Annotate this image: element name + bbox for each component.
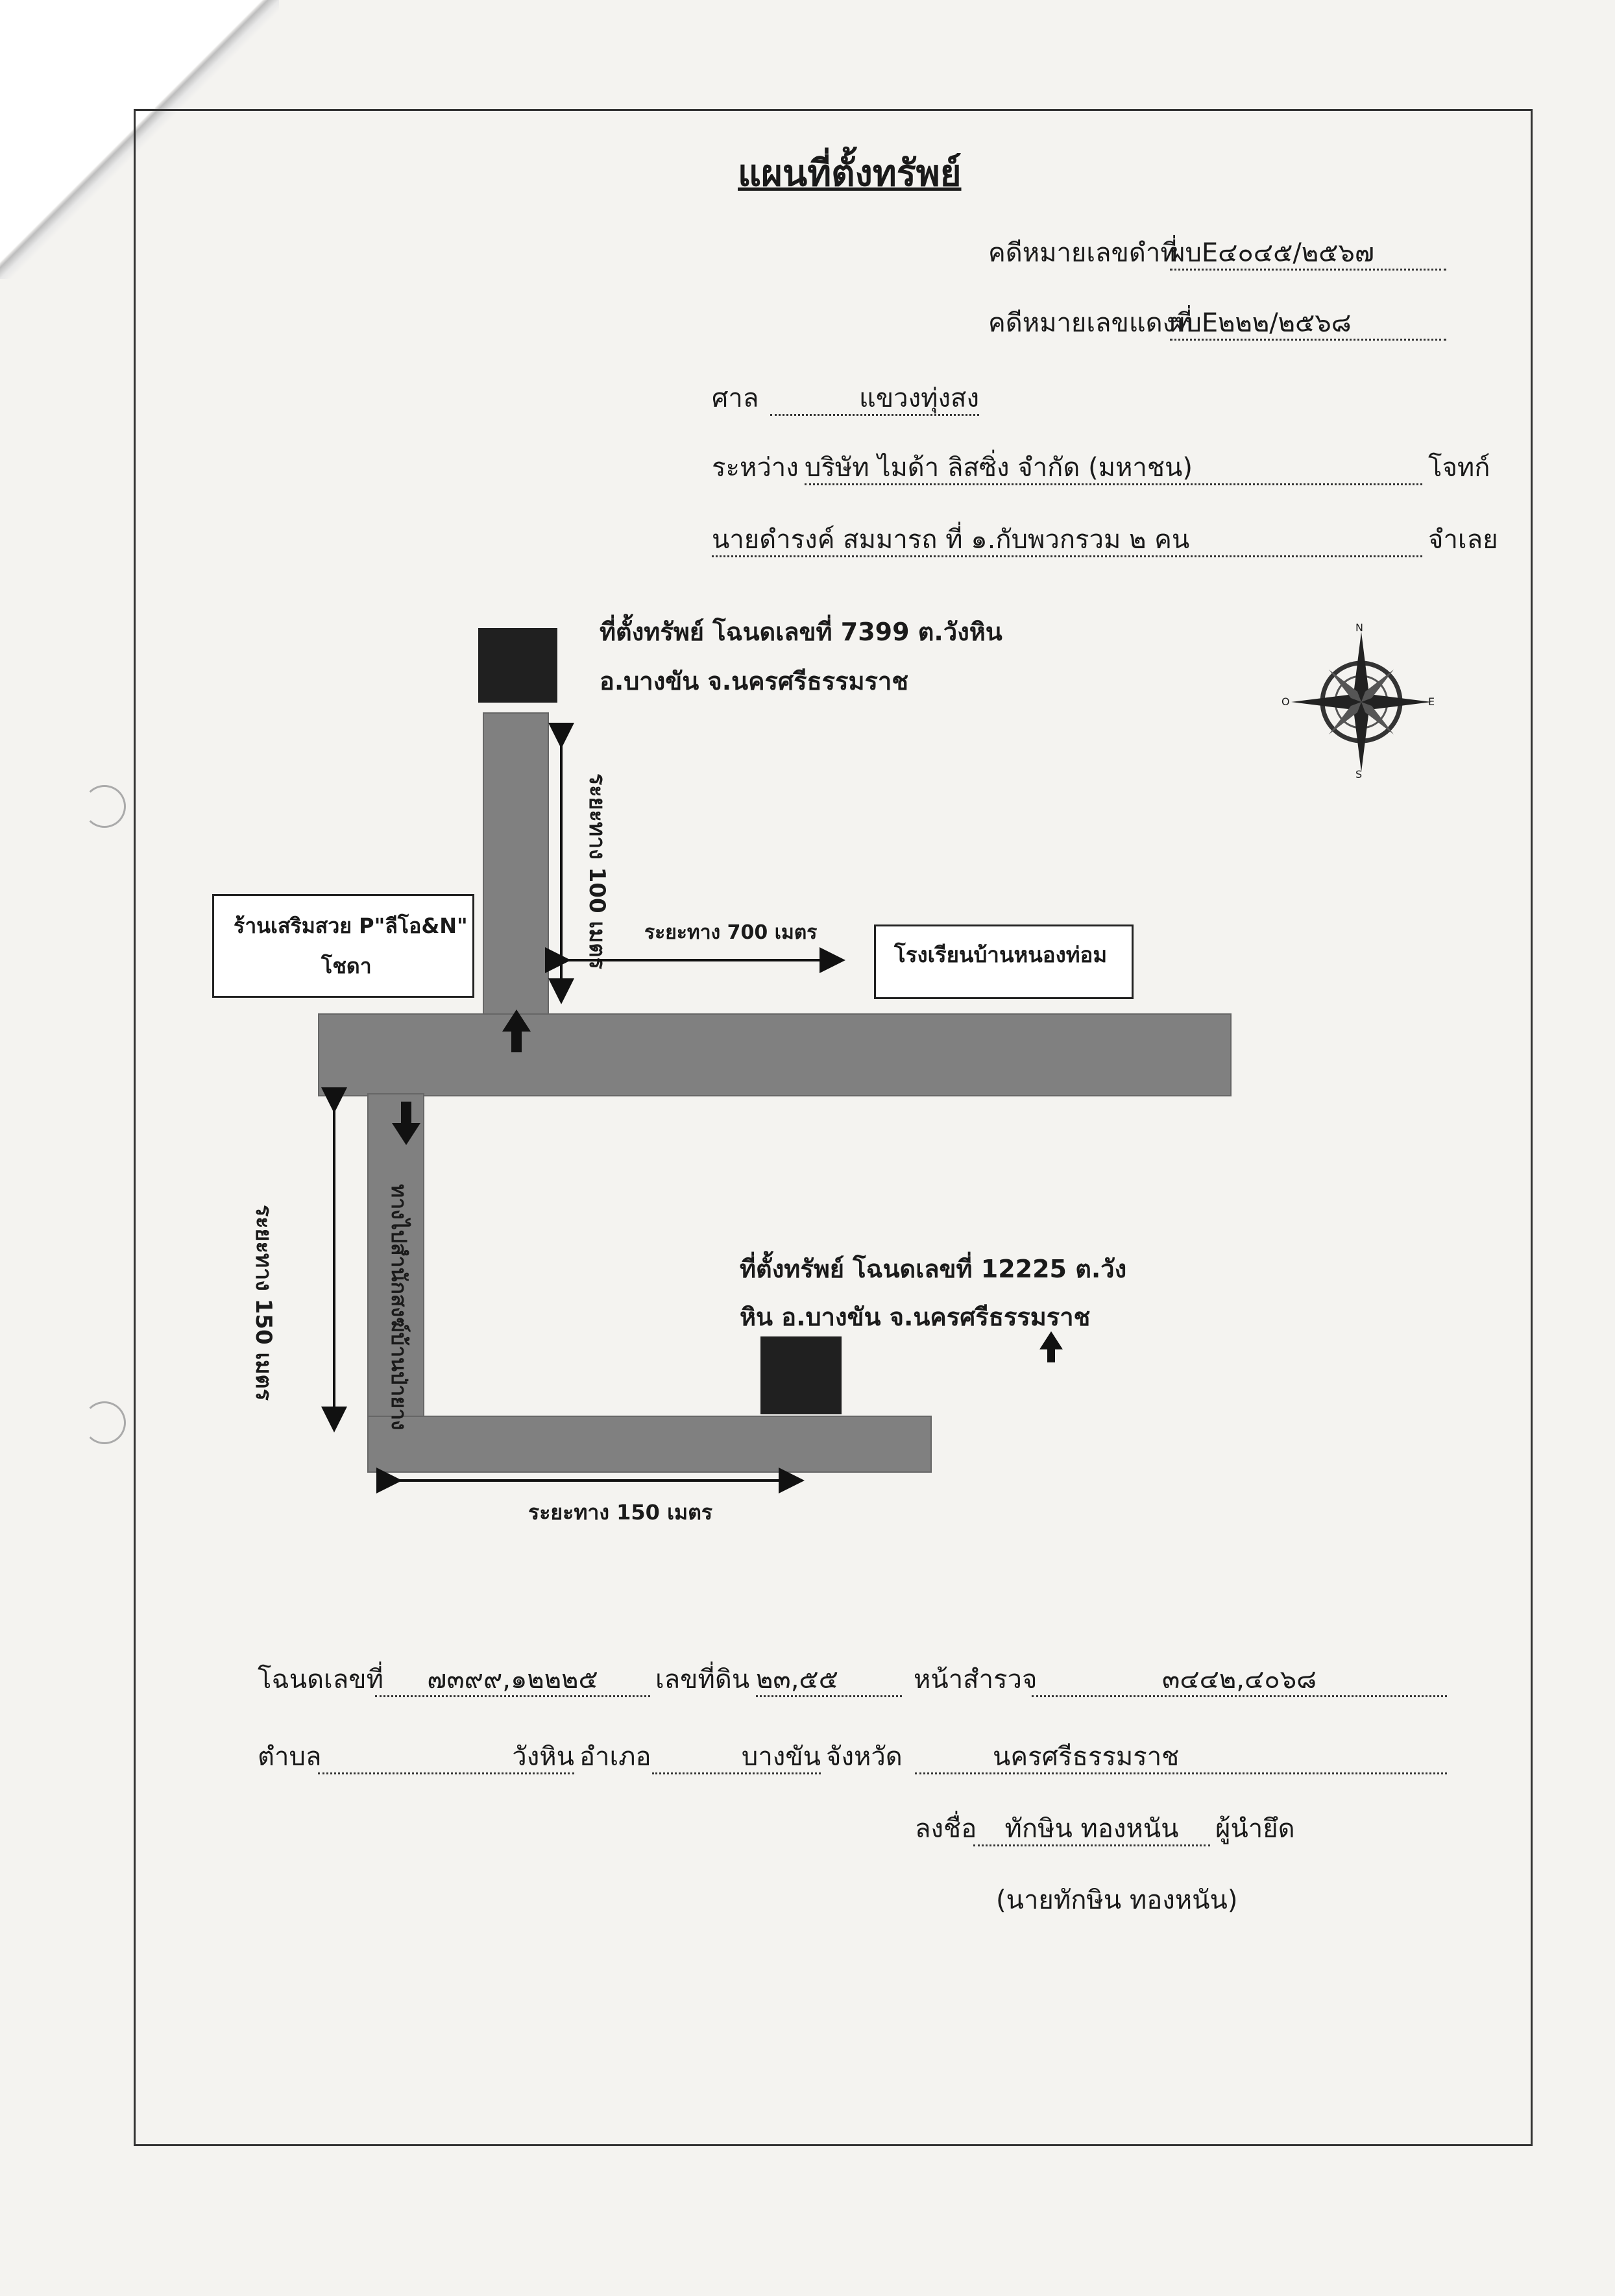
school-box <box>874 924 1134 999</box>
case-red-label: คดีหมายเลขแดงที่ <box>988 308 1193 338</box>
district-label: อำเภอ <box>579 1742 651 1772</box>
case-black-label: คดีหมายเลขดำที่ <box>988 238 1178 268</box>
sign-role: ผู้นำยึด <box>1215 1814 1295 1844</box>
property1-label-line1: ที่ตั้งทรัพย์ โฉนดเลขที่ 7399 ต.วังหิน <box>600 618 1002 646</box>
property-marker-1 <box>478 628 557 703</box>
corner-fold-edge <box>0 0 279 279</box>
distance-150-h-label: ระยะทาง 150 เมตร <box>528 1500 713 1525</box>
road-main <box>318 1013 1232 1096</box>
sign-label: ลงชื่อ <box>915 1814 977 1844</box>
survey-label: หน้าสำรวจ <box>914 1665 1038 1695</box>
punch-hole <box>83 785 126 828</box>
punch-hole <box>83 1401 126 1444</box>
arrow-up-icon <box>502 1009 531 1052</box>
arrow-up-icon <box>1039 1331 1063 1362</box>
shop-label-line1: ร้านเสริมสวย P"ลีโอ&N" <box>234 913 468 938</box>
subdistrict-label: ตำบล <box>258 1742 322 1772</box>
deed-label: โฉนดเลขที่ <box>258 1665 383 1695</box>
province-label: จังหวัด <box>826 1742 903 1772</box>
court-value: แขวงทุ่งสง <box>770 383 979 416</box>
arrow-down-icon <box>392 1102 420 1145</box>
road-bottom <box>367 1416 932 1473</box>
land-label: เลขที่ดิน <box>655 1665 750 1695</box>
case-black-value: ผบE๔๐๔๕/๒๕๖๗ <box>1170 237 1446 271</box>
plaintiff-value: บริษัท ไมด้า ลิสซิ่ง จำกัด (มหาชน) <box>805 452 1422 485</box>
deed-value: ๗๓๙๙,๑๒๒๒๕ <box>375 1664 650 1697</box>
defendant-value: นายดำรงค์ สมมารถ ที่ ๑.กับพวกรวม ๒ คน <box>712 524 1422 557</box>
shop-label-line2: โชดา <box>321 954 372 978</box>
document-frame <box>134 109 1533 2146</box>
property2-label-line2: หิน อ.บางขัน จ.นครศรีธรรมราช <box>740 1303 1091 1331</box>
property1-label-line2: อ.บางขัน จ.นครศรีธรรมราช <box>600 667 909 695</box>
compass-n: N <box>1355 622 1363 634</box>
survey-value: ๓๔๔๒,๔๐๖๘ <box>1032 1664 1447 1697</box>
page-title: แผนที่ตั้งทรัพย์ <box>738 152 962 195</box>
defendant-label: จำเลย <box>1428 525 1498 555</box>
road-north <box>483 712 549 1017</box>
property2-label-line1: ที่ตั้งทรัพย์ โฉนดเลขที่ 12225 ต.วัง <box>740 1255 1127 1283</box>
road-side <box>367 1093 424 1473</box>
subdistrict-value: วังหิน <box>318 1741 574 1774</box>
case-red-value: ผบE๒๒๒/๒๕๖๘ <box>1170 308 1446 341</box>
distance-700-label: ระยะทาง 700 เมตร <box>644 921 818 944</box>
district-value: บางขัน <box>652 1741 821 1774</box>
compass-rose-icon <box>1291 632 1431 772</box>
province-value: นครศรีธรรมราช <box>915 1741 1447 1774</box>
compass-s: S <box>1355 768 1363 780</box>
sign-value: ทักษิน ทองหนัน <box>973 1813 1210 1846</box>
property-marker-2 <box>760 1336 842 1414</box>
compass-e: E <box>1428 695 1435 708</box>
school-label: โรงเรียนบ้านหนองท่อม <box>894 942 1108 967</box>
sign-name: (นายทักษิน ทองหนัน) <box>996 1885 1238 1915</box>
between-label: ระหว่าง <box>712 453 799 483</box>
shop-box <box>212 894 474 998</box>
court-label: ศาล <box>712 383 759 413</box>
compass-o: O <box>1281 695 1290 708</box>
land-value: ๒๓,๕๕ <box>756 1664 902 1697</box>
plaintiff-label: โจทก์ <box>1428 453 1490 483</box>
